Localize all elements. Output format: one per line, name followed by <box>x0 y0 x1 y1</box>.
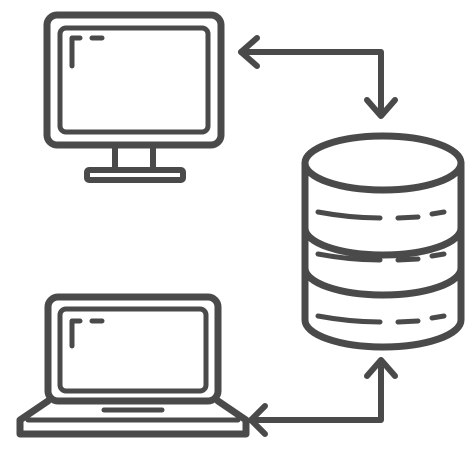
database-stripe-2 <box>315 251 447 263</box>
database-top <box>301 132 465 194</box>
database-body <box>301 159 465 351</box>
laptop-icon <box>16 293 250 438</box>
desktop-monitor-icon <box>43 11 225 183</box>
arrow-line-top <box>238 49 384 117</box>
laptop-base <box>16 397 250 438</box>
laptop-screen-glare <box>69 318 83 349</box>
two-way-arrow-icon <box>248 357 398 437</box>
monitor-frame <box>43 11 225 149</box>
database-stripe-3 <box>315 313 447 325</box>
monitor-neck <box>112 143 156 173</box>
two-way-arrow-icon <box>238 35 398 119</box>
monitor-screen-glare <box>69 35 83 69</box>
laptop-lid <box>44 293 222 405</box>
arrow-head-left-bottom <box>248 403 268 437</box>
database-divider-1 <box>301 224 465 259</box>
monitor-base <box>84 167 186 183</box>
arrow-head-down <box>364 97 398 119</box>
monitor-screen <box>57 25 211 135</box>
database-divider-2 <box>301 264 465 299</box>
arrow-head-left-top <box>238 35 260 69</box>
arrow-line-bottom <box>248 359 384 423</box>
database-icon <box>301 132 465 351</box>
arrow-head-up <box>364 357 398 379</box>
laptop-screen <box>57 306 209 394</box>
database-stripe-1 <box>315 209 447 221</box>
